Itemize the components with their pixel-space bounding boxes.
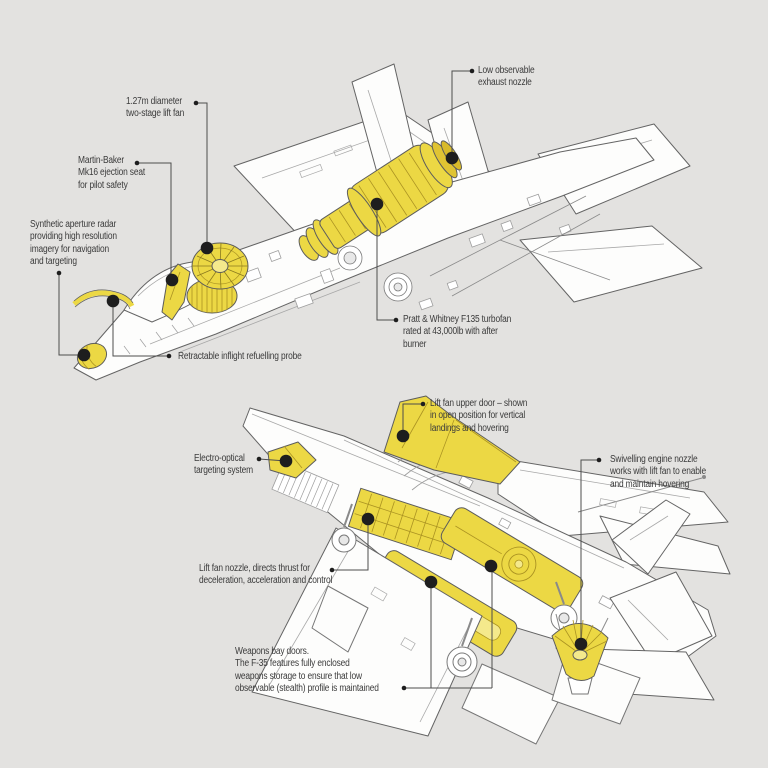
top-internal-details (244, 193, 611, 311)
callout-text-line: 1.27m diameter (126, 96, 183, 107)
callout-text-line: and maintain hovering (610, 478, 690, 490)
leader-line-turbofan (376, 204, 396, 321)
callout-text-line: targeting system (194, 465, 253, 477)
label-dot (329, 567, 335, 573)
callout-text-line: two-stage lift fan (126, 108, 185, 120)
callout-lift-fan-nozzle-label: Lift fan nozzle, directs thrust for dece… (199, 563, 332, 588)
label-dot (596, 457, 602, 463)
label-dot (469, 68, 475, 74)
callout-dot (445, 151, 459, 165)
refuelling-probe-part (72, 289, 135, 310)
leader-line-exhaust-nozzle (451, 70, 472, 158)
callout-text-line: Martin-Baker (78, 155, 125, 166)
callout-turbofan-label: Pratt & Whitney F135 turbofan rated at 4… (403, 314, 511, 351)
callout-text-line: Retractable inflight refuelling probe (178, 351, 302, 362)
top-highlighted-systems (72, 140, 462, 370)
callout-dot (279, 454, 293, 468)
callout-eots-label: Electro-optical targeting system (194, 453, 253, 478)
callout-text-line: rated at 43,000lb with after (403, 326, 498, 338)
callout-text-line: deceleration, acceleration and control (199, 575, 333, 587)
callout-text-line: observable (stealth) profile is maintain… (235, 682, 379, 694)
callout-text-line: Electro-optical (194, 453, 245, 464)
callout-text-line: weapons storage to ensure that low (235, 670, 362, 682)
callout-dot (574, 637, 588, 651)
callout-text-line: and targeting (30, 255, 77, 267)
bottom-aircraft-illustration (242, 395, 731, 745)
callout-dot (200, 241, 214, 255)
callout-text-line: Synthetic aperture radar (30, 219, 117, 230)
callout-text-line: works with lift fan to enable (610, 466, 706, 478)
callout-text-line: Mk16 ejection seat (78, 167, 146, 179)
lift-fan-part (186, 242, 249, 314)
label-dot (256, 456, 262, 462)
callout-lift-fan-door-label: Lift fan upper door – shown in open posi… (430, 398, 527, 435)
callout-text-line: Lift fan nozzle, directs thrust for (199, 563, 310, 574)
callout-dot (396, 429, 410, 443)
callout-lift-fan-label: 1.27m diameter two-stage lift fan (126, 96, 184, 121)
callout-dot (370, 197, 384, 211)
weapons-bay-far-part (440, 507, 584, 613)
callout-radar-label: Synthetic aperture radar providing high … (30, 219, 117, 268)
leader-line-radar (58, 273, 84, 356)
callout-weapons-bay-label: Weapons bay doors. The F-35 features ful… (235, 646, 379, 695)
callout-text-line: imagery for navigation (30, 243, 109, 255)
callout-dot (165, 273, 179, 287)
callout-text-line: Lift fan upper door – shown (430, 398, 528, 409)
callout-dot (361, 512, 375, 526)
leader-line-refuelling-probe (112, 301, 169, 357)
callout-refuelling-probe-label: Retractable inflight refuelling probe (178, 351, 302, 363)
leader-line-swivel-nozzle (580, 459, 599, 644)
f135-engine-part (298, 140, 462, 261)
leader-line-lift-fan (196, 102, 208, 248)
callout-leader-lines (58, 70, 599, 689)
label-dots (56, 68, 602, 691)
callout-dot (106, 294, 120, 308)
callout-dot (484, 559, 498, 573)
label-dot (401, 685, 407, 691)
leader-line-lift-fan-door (402, 403, 423, 436)
callout-dot (424, 575, 438, 589)
swivel-nozzle-part (551, 613, 609, 695)
leader-line-ejection-seat (137, 162, 172, 279)
callout-text-line: providing high resolution (30, 231, 117, 243)
callout-dot (77, 348, 91, 362)
callout-text-line: Swivelling engine nozzle (610, 454, 698, 465)
label-dot (193, 100, 199, 106)
top-fuselage (73, 137, 655, 381)
leader-line-lift-fan-nozzle (332, 519, 369, 571)
callout-text-line: for pilot safety (78, 179, 128, 191)
callout-text-line: burner (403, 338, 427, 350)
bottom-far-tail (599, 499, 731, 575)
callout-ejection-seat-label: Martin-Baker Mk16 ejection seat for pilo… (78, 155, 145, 192)
callout-text-line: landings and hovering (430, 422, 509, 434)
label-dot (166, 353, 172, 359)
callout-swivel-nozzle-label: Swivelling engine nozzle works with lift… (610, 454, 706, 491)
callout-text-line: Low observable (478, 65, 535, 76)
callout-exhaust-nozzle-label: Low observable exhaust nozzle (478, 65, 535, 90)
component-dots (77, 151, 588, 651)
lift-fan-door-part (383, 395, 521, 485)
label-dot (134, 160, 140, 166)
callout-text-line: The F-35 features fully enclosed (235, 658, 350, 670)
bottom-landing-gear (331, 503, 578, 678)
top-wheel (337, 245, 413, 302)
label-dot (393, 317, 399, 323)
callout-text-line: Pratt & Whitney F135 turbofan (403, 314, 512, 325)
label-dot (420, 401, 426, 407)
label-dot (56, 270, 62, 276)
callout-text-line: in open position for vertical (430, 410, 526, 422)
callout-text-line: exhaust nozzle (478, 77, 532, 89)
top-aircraft-illustration (72, 63, 703, 381)
callout-text-line: Weapons bay doors. (235, 646, 309, 657)
